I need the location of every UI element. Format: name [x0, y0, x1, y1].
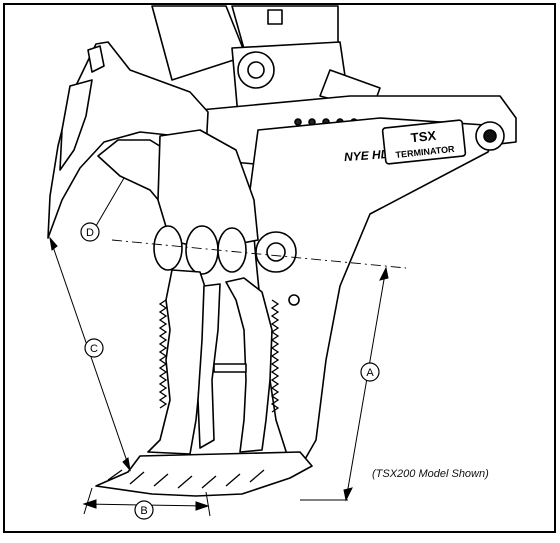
serration-teeth: [107, 299, 280, 489]
model-caption: (TSX200 Model Shown): [372, 468, 489, 480]
main-pivot: [153, 225, 300, 306]
callout-C: C: [84, 338, 104, 358]
callout-A: A: [360, 362, 380, 382]
callout-D: D: [80, 222, 100, 242]
right-serrated-plate: [225, 277, 273, 453]
svg-text:D: D: [86, 227, 94, 239]
pivot-centerline: [111, 239, 407, 269]
nye-hd-logo: NYE HD: [344, 147, 391, 164]
left-serrated-plate: [147, 269, 207, 455]
callout-B: B: [134, 500, 154, 520]
svg-text:C: C: [90, 343, 98, 355]
center-blade-slot: [213, 363, 247, 373]
dimension-lines: [49, 177, 389, 517]
tsx-terminator-badge: TSX TERMINATOR: [381, 119, 467, 165]
center-blade: [197, 283, 221, 449]
lower-tines: [95, 451, 313, 497]
main-side-plate: [249, 117, 501, 471]
drawing-frame: [3, 3, 556, 533]
svg-text:TSX: TSX: [410, 128, 437, 146]
svg-text:B: B: [140, 505, 147, 517]
svg-text:A: A: [366, 367, 374, 379]
upper-jaw-teeth: [59, 79, 93, 171]
mounting-coupler: [231, 41, 381, 117]
svg-text:NYE HD: NYE HD: [344, 147, 391, 164]
central-frame: [157, 129, 259, 251]
